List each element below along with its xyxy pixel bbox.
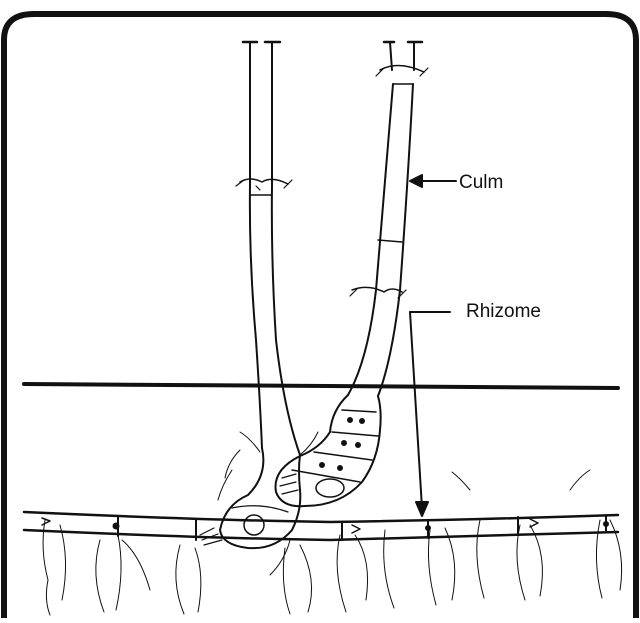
rhizome-pointer [410,312,450,516]
rhizome-label: Rhizome [466,302,541,321]
culm-base-right [276,395,381,506]
culm-right [348,42,428,396]
roots [43,432,622,615]
culm-base-left [200,448,300,548]
culm-label: Culm [459,173,503,192]
culm-pointer [410,175,456,187]
ground-line [24,384,618,388]
rhizome [24,512,618,540]
figure-frame [4,14,636,618]
culm-left [236,42,300,455]
